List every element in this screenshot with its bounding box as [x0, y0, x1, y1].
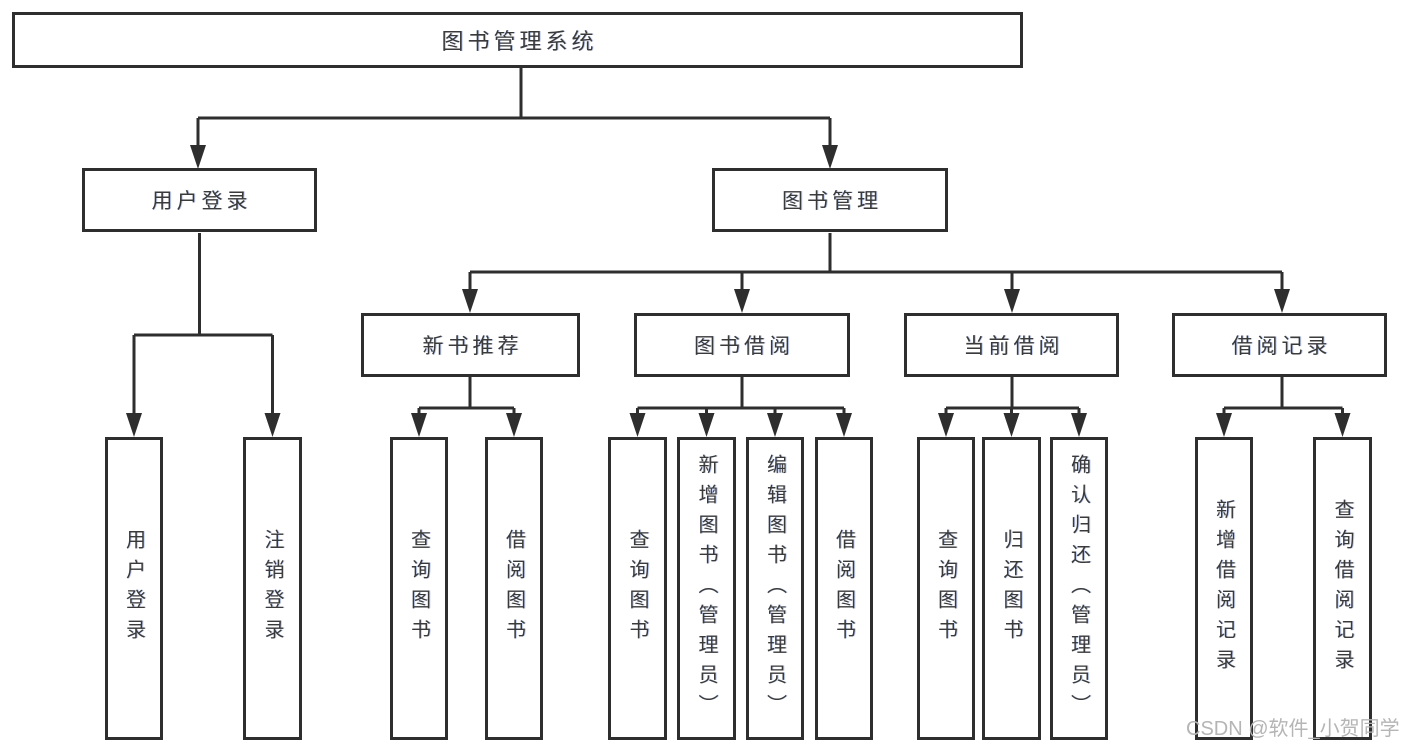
node-book-management: 图书管理 — [712, 168, 948, 232]
node-label: 图书借阅 — [694, 335, 794, 358]
leaf-newbook-query-books: 查询图书 — [390, 437, 448, 740]
leaf-newbook-borrow-books: 借阅图书 — [485, 437, 543, 740]
node-label: 查询借阅记录 — [1331, 498, 1353, 679]
node-label: 查询图书 — [934, 528, 957, 649]
node-label: 图书管理 — [782, 190, 882, 213]
leaf-current-query-books: 查询图书 — [917, 437, 975, 740]
leaf-borrow-query-books: 查询图书 — [608, 437, 667, 740]
node-label: 注销登录 — [261, 528, 283, 649]
arrowhead — [822, 145, 838, 169]
node-label: 借阅图书 — [502, 528, 525, 649]
arrowhead — [126, 413, 142, 437]
arrowhead — [1071, 413, 1087, 437]
node-label: 查询图书 — [626, 528, 648, 649]
node-label: 用户登录 — [122, 528, 145, 649]
arrowhead — [698, 413, 715, 437]
node-current-borrow: 当前借阅 — [904, 313, 1119, 377]
node-library-management-system: 图书管理系统 — [12, 12, 1023, 68]
node-label: 新书推荐 — [422, 335, 523, 358]
node-book-borrow: 图书借阅 — [634, 313, 850, 377]
node-label: 新增借阅记录 — [1212, 498, 1235, 679]
node-label: 当前借阅 — [963, 335, 1064, 358]
leaf-user-login: 用户登录 — [105, 437, 163, 740]
arrowhead — [1334, 413, 1351, 437]
node-new-book-recommend: 新书推荐 — [361, 313, 580, 377]
arrowhead — [1004, 289, 1020, 313]
leaf-records-query-record: 查询借阅记录 — [1313, 437, 1372, 740]
node-label: 查询图书 — [407, 528, 430, 649]
node-label: 图书管理系统 — [441, 29, 598, 54]
node-label: 确认归还（管理员） — [1067, 453, 1090, 724]
arrowhead — [462, 289, 478, 313]
arrowhead — [264, 413, 281, 437]
leaf-current-return-books: 归还图书 — [982, 437, 1041, 740]
node-label: 借阅图书 — [832, 528, 855, 649]
arrowhead — [411, 413, 427, 437]
node-label: 归还图书 — [1000, 528, 1022, 649]
arrowhead — [734, 289, 750, 313]
leaf-borrow-edit-books-admin: 编辑图书（管理员） — [746, 437, 804, 740]
arrowhead — [190, 145, 206, 169]
leaf-logout-login: 注销登录 — [243, 437, 302, 740]
node-user-login: 用户登录 — [82, 168, 317, 232]
node-label: 用户登录 — [151, 190, 252, 213]
node-label: 借阅记录 — [1231, 335, 1332, 358]
leaf-borrow-borrow-books: 借阅图书 — [815, 437, 873, 740]
node-borrow-records: 借阅记录 — [1172, 313, 1387, 377]
arrowhead — [1274, 289, 1290, 313]
arrowhead — [836, 413, 852, 437]
node-label: 编辑图书（管理员） — [763, 453, 786, 724]
leaf-records-add-record: 新增借阅记录 — [1195, 437, 1253, 740]
arrowhead — [1003, 413, 1020, 437]
arrowhead — [1216, 413, 1232, 437]
arrowhead — [629, 413, 646, 437]
connector-line — [132, 68, 1344, 416]
arrowhead — [506, 413, 522, 437]
leaf-current-confirm-return-admin: 确认归还（管理员） — [1050, 437, 1108, 740]
watermark: CSDN @软件_小贺同学 — [1186, 718, 1400, 740]
arrowhead — [938, 413, 954, 437]
node-label: 新增图书（管理员） — [695, 453, 717, 724]
arrowhead — [767, 413, 783, 437]
leaf-borrow-add-books-admin: 新增图书（管理员） — [677, 437, 736, 740]
